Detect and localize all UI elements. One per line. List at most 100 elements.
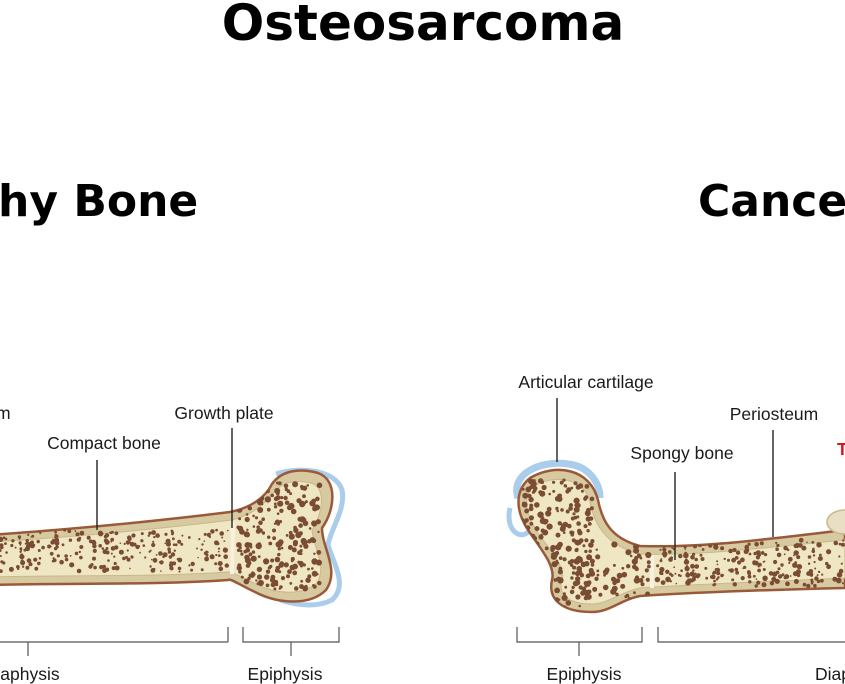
pore-dot (26, 558, 32, 563)
pore-dot (139, 551, 142, 554)
pore-dot (586, 591, 590, 595)
pore-dot (570, 576, 574, 580)
pore-dot (203, 551, 208, 555)
pore-dot (580, 561, 587, 568)
pore-dot (76, 568, 82, 574)
pore-dot (109, 531, 112, 534)
pore-dot (524, 595, 530, 600)
pore-dot (125, 540, 131, 545)
pore-dot (148, 531, 152, 535)
pore-dot (203, 540, 206, 542)
pore-dot (256, 525, 261, 529)
pore-dot (572, 539, 576, 543)
pore-dot (110, 552, 113, 555)
pore-dot (257, 579, 264, 587)
pore-dot (798, 537, 804, 543)
pore-dot (254, 516, 259, 520)
pore-dot (54, 540, 60, 546)
pore-dot (616, 572, 623, 579)
pore-dot (307, 574, 312, 579)
label-spongy-bone: Spongy bone (630, 443, 733, 463)
pore-dot (594, 576, 599, 581)
pore-dot (540, 480, 544, 485)
pore-dot (283, 495, 288, 501)
pore-dot (151, 530, 157, 535)
pore-dot (302, 585, 309, 592)
pore-dot (576, 521, 581, 526)
pore-dot (256, 566, 263, 573)
pore-dot (18, 537, 21, 540)
pore-dot (110, 537, 115, 542)
pore-dot (683, 541, 686, 544)
pore-dot (253, 492, 260, 499)
pore-dot (241, 480, 247, 485)
pore-dot (533, 602, 540, 609)
pore-dot (104, 539, 110, 545)
pore-dot (634, 555, 639, 561)
pore-dot (589, 506, 594, 511)
pore-dot (646, 560, 651, 565)
pore-dot (240, 552, 244, 556)
pore-dot (19, 554, 25, 560)
pore-dot (540, 599, 544, 603)
pore-dot (252, 514, 255, 518)
pore-dot (633, 547, 640, 554)
pore-dot (718, 540, 721, 543)
pore-dot (313, 552, 316, 555)
pore-dot (589, 558, 595, 564)
pore-dot (761, 582, 767, 588)
pore-dot (258, 528, 263, 533)
pore-dot (23, 548, 27, 552)
pore-dot (200, 568, 204, 572)
diagram-title: Osteosarcoma (222, 0, 624, 52)
pore-dot (275, 566, 280, 570)
pore-dot (775, 541, 778, 545)
pore-dot (98, 544, 102, 548)
pore-dot (840, 542, 845, 547)
healthy-bone-heading: hy Bone (0, 176, 198, 227)
pore-dot (149, 565, 152, 568)
pore-dot (841, 582, 845, 585)
pore-dot (671, 546, 674, 549)
pore-dot (316, 559, 322, 566)
pore-dot (155, 533, 160, 538)
pore-dot (520, 590, 526, 596)
pore-dot (290, 508, 297, 515)
pore-dot (79, 545, 84, 549)
pore-dot (128, 541, 131, 544)
pore-dot (168, 555, 173, 559)
pore-dot (527, 493, 532, 499)
pore-dot (559, 525, 566, 532)
pore-dot (311, 538, 317, 543)
pore-dot (527, 588, 534, 595)
pore-dot (565, 545, 572, 552)
pore-dot (532, 586, 538, 592)
pore-dot (224, 556, 227, 559)
pore-dot (289, 564, 296, 571)
pore-dot (552, 489, 556, 493)
tumor-bump (826, 509, 845, 535)
pore-dot (113, 561, 117, 566)
healthy-cartilage (275, 467, 346, 608)
label-growth-plate: Growth plate (174, 403, 273, 423)
pore-dot (720, 546, 725, 551)
pore-dot (555, 544, 562, 551)
pore-dot (705, 576, 709, 580)
pore-dot (544, 546, 549, 551)
pore-dot (674, 572, 677, 575)
pore-dot (279, 585, 283, 589)
pore-dot (540, 516, 545, 521)
pore-dot (561, 594, 568, 602)
pore-dot (690, 579, 693, 583)
pore-dot (577, 555, 581, 559)
pore-dot (105, 547, 109, 550)
pore-dot (107, 559, 110, 562)
pore-dot (247, 576, 251, 581)
pore-dot (190, 561, 195, 567)
pore-dot (778, 574, 783, 579)
pore-dot (716, 560, 719, 563)
pore-dot (523, 591, 529, 597)
pore-dot (302, 494, 306, 499)
pore-dot (140, 532, 144, 536)
